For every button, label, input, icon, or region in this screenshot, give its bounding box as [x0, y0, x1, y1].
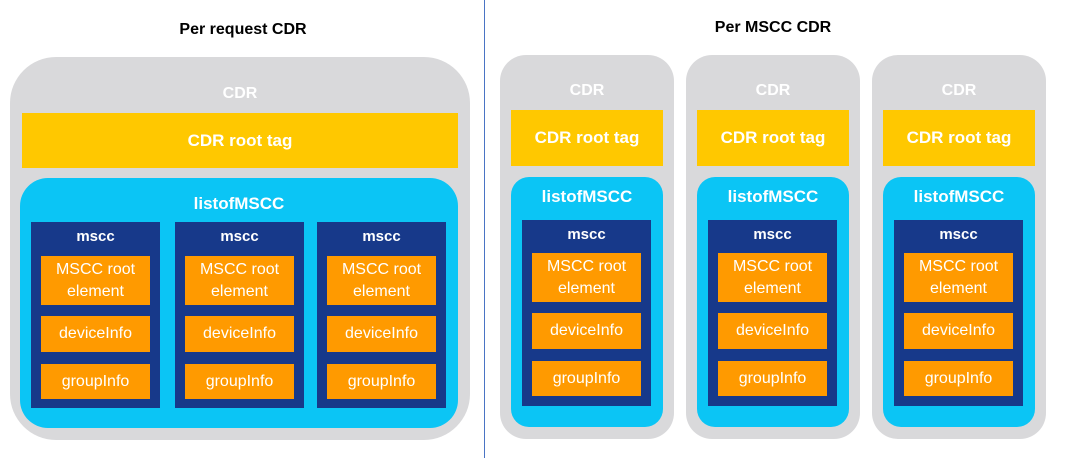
left-mscc-2: mscc MSCC root element deviceInfo groupI…	[175, 222, 304, 408]
mscc-root-element: MSCC root element	[41, 256, 150, 305]
mscc-label: mscc	[753, 226, 792, 243]
mscc-label: mscc	[220, 228, 259, 245]
cdr-label: CDR	[941, 82, 977, 99]
mscc-label: mscc	[939, 226, 978, 243]
device-info: deviceInfo	[532, 313, 641, 349]
mscc: mscc MSCC root element deviceInfo groupI…	[708, 220, 837, 406]
group-info: groupInfo	[904, 361, 1013, 396]
left-title: Per request CDR	[179, 21, 307, 38]
cdr-root-tag: CDR root tag	[697, 110, 849, 166]
listofmscc: listofMSCC mscc MSCC root element device…	[697, 177, 849, 427]
listofmscc: listofMSCC mscc MSCC root element device…	[883, 177, 1035, 427]
listofmscc-label: listofMSCC	[541, 187, 633, 206]
device-info: deviceInfo	[185, 316, 294, 352]
section-divider	[484, 0, 485, 458]
device-info: deviceInfo	[718, 313, 827, 349]
listofmscc: listofMSCC mscc MSCC root element device…	[511, 177, 663, 427]
listofmscc-label: listofMSCC	[913, 187, 1005, 206]
cdr-label: CDR	[569, 82, 605, 99]
left-mscc-1: mscc MSCC root element deviceInfo groupI…	[31, 222, 160, 408]
group-info: groupInfo	[327, 364, 436, 399]
mscc-root-element: MSCC root element	[904, 253, 1013, 302]
mscc-label: mscc	[362, 228, 401, 245]
group-info: groupInfo	[41, 364, 150, 399]
left-listofmscc-label: listofMSCC	[193, 194, 285, 213]
right-cdr-1: CDR CDR root tag listofMSCC mscc MSCC ro…	[500, 55, 674, 439]
mscc-root-element: MSCC root element	[185, 256, 294, 305]
left-cdr-label: CDR	[222, 85, 258, 102]
group-info: groupInfo	[532, 361, 641, 396]
mscc-label: mscc	[76, 228, 115, 245]
mscc-root-element: MSCC root element	[532, 253, 641, 302]
device-info: deviceInfo	[41, 316, 150, 352]
listofmscc-label: listofMSCC	[727, 187, 819, 206]
group-info: groupInfo	[718, 361, 827, 396]
right-cdr-3: CDR CDR root tag listofMSCC mscc MSCC ro…	[872, 55, 1046, 439]
mscc: mscc MSCC root element deviceInfo groupI…	[522, 220, 651, 406]
device-info: deviceInfo	[904, 313, 1013, 349]
cdr-root-tag: CDR root tag	[883, 110, 1035, 166]
group-info: groupInfo	[185, 364, 294, 399]
mscc-root-element: MSCC root element	[327, 256, 436, 305]
cdr-label: CDR	[755, 82, 791, 99]
right-cdr-2: CDR CDR root tag listofMSCC mscc MSCC ro…	[686, 55, 860, 439]
mscc-label: mscc	[567, 226, 606, 243]
right-title: Per MSCC CDR	[714, 19, 832, 36]
left-mscc-3: mscc MSCC root element deviceInfo groupI…	[317, 222, 446, 408]
cdr-root-tag: CDR root tag	[511, 110, 663, 166]
left-cdr-root-tag: CDR root tag	[22, 113, 458, 168]
mscc: mscc MSCC root element deviceInfo groupI…	[894, 220, 1023, 406]
device-info: deviceInfo	[327, 316, 436, 352]
mscc-root-element: MSCC root element	[718, 253, 827, 302]
